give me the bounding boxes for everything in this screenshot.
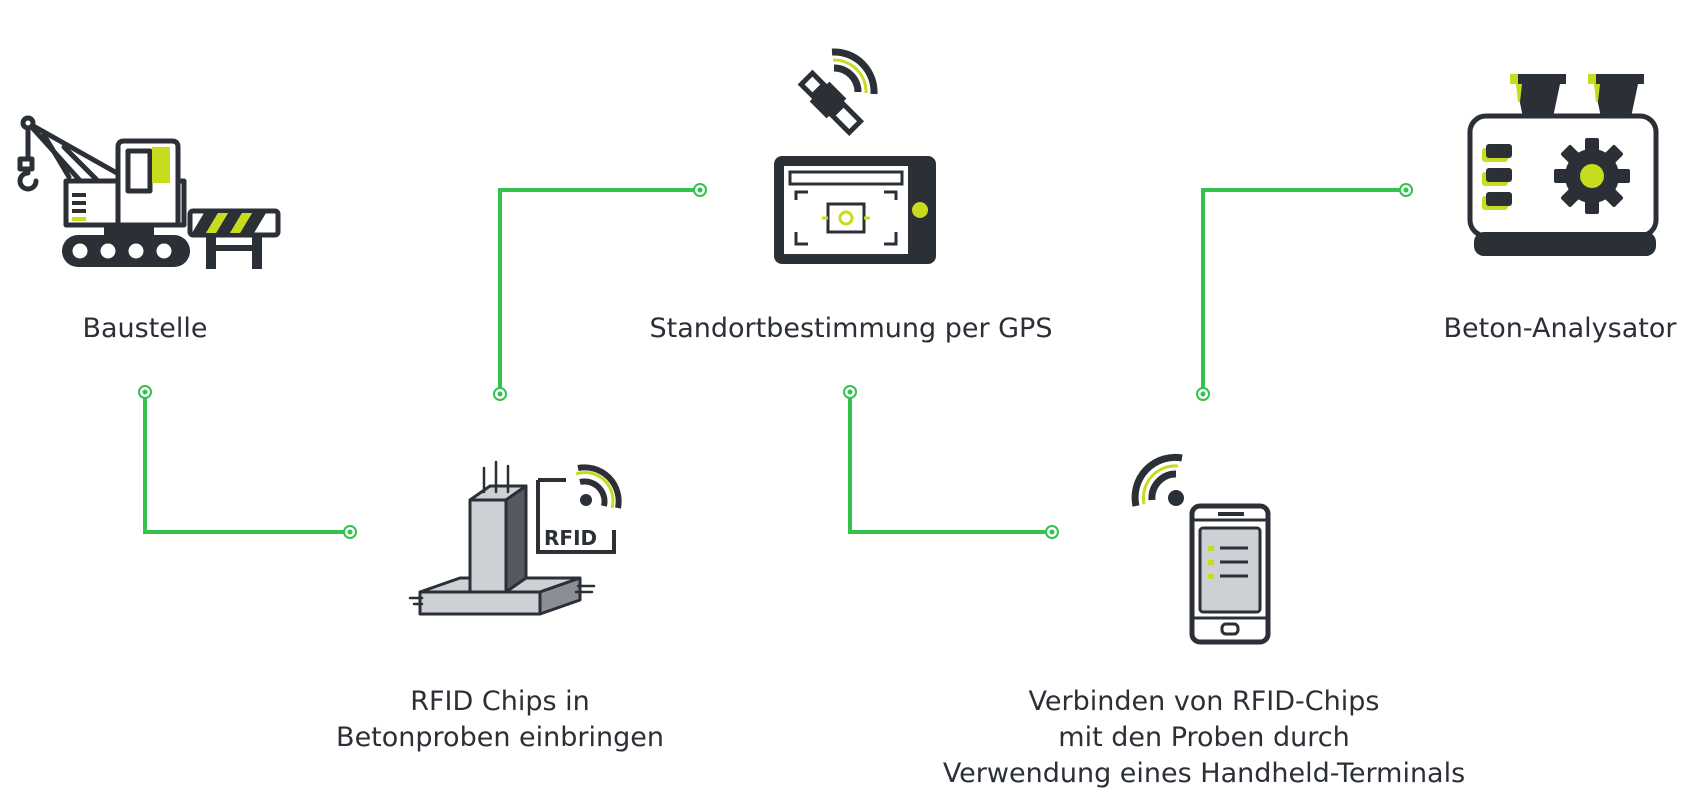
svg-text:RFID: RFID bbox=[544, 526, 597, 550]
label-line: Standortbestimmung per GPS bbox=[649, 313, 1053, 344]
label-line: RFID Chips in bbox=[410, 686, 590, 717]
smartphone-wifi-icon bbox=[1131, 453, 1271, 645]
step-label-handheld: Verbinden von RFID-Chips mit den Proben … bbox=[943, 684, 1465, 792]
label-line: Beton-Analysator bbox=[1443, 313, 1677, 344]
label-line: Baustelle bbox=[82, 313, 208, 344]
concrete-sample-rfid-icon: RFID bbox=[408, 460, 622, 616]
step-label-baustelle: Baustelle bbox=[82, 311, 207, 347]
concrete-analyzer-machine-icon bbox=[1467, 74, 1659, 256]
label-line: Betonproben einbringen bbox=[336, 722, 664, 753]
connector-gps-handheld bbox=[848, 392, 1052, 534]
step-label-rfid: RFID Chips in Betonproben einbringen bbox=[336, 684, 664, 756]
satellite-gps-tablet-icon bbox=[774, 48, 936, 264]
connector-baustelle-rfid bbox=[143, 392, 350, 534]
step-label-gps: Standortbestimmung per GPS bbox=[650, 311, 1053, 347]
crane-construction-site-icon bbox=[17, 115, 281, 269]
label-line: Verbinden von RFID-Chips bbox=[1028, 686, 1380, 717]
step-label-analysator: Beton-Analysator bbox=[1444, 311, 1677, 347]
connector-handheld-analysator bbox=[1201, 188, 1406, 394]
label-line: mit den Proben durch bbox=[1058, 722, 1350, 753]
label-line: Verwendung eines Handheld-Terminals bbox=[942, 758, 1466, 789]
connector-rfid-gps bbox=[498, 188, 700, 394]
